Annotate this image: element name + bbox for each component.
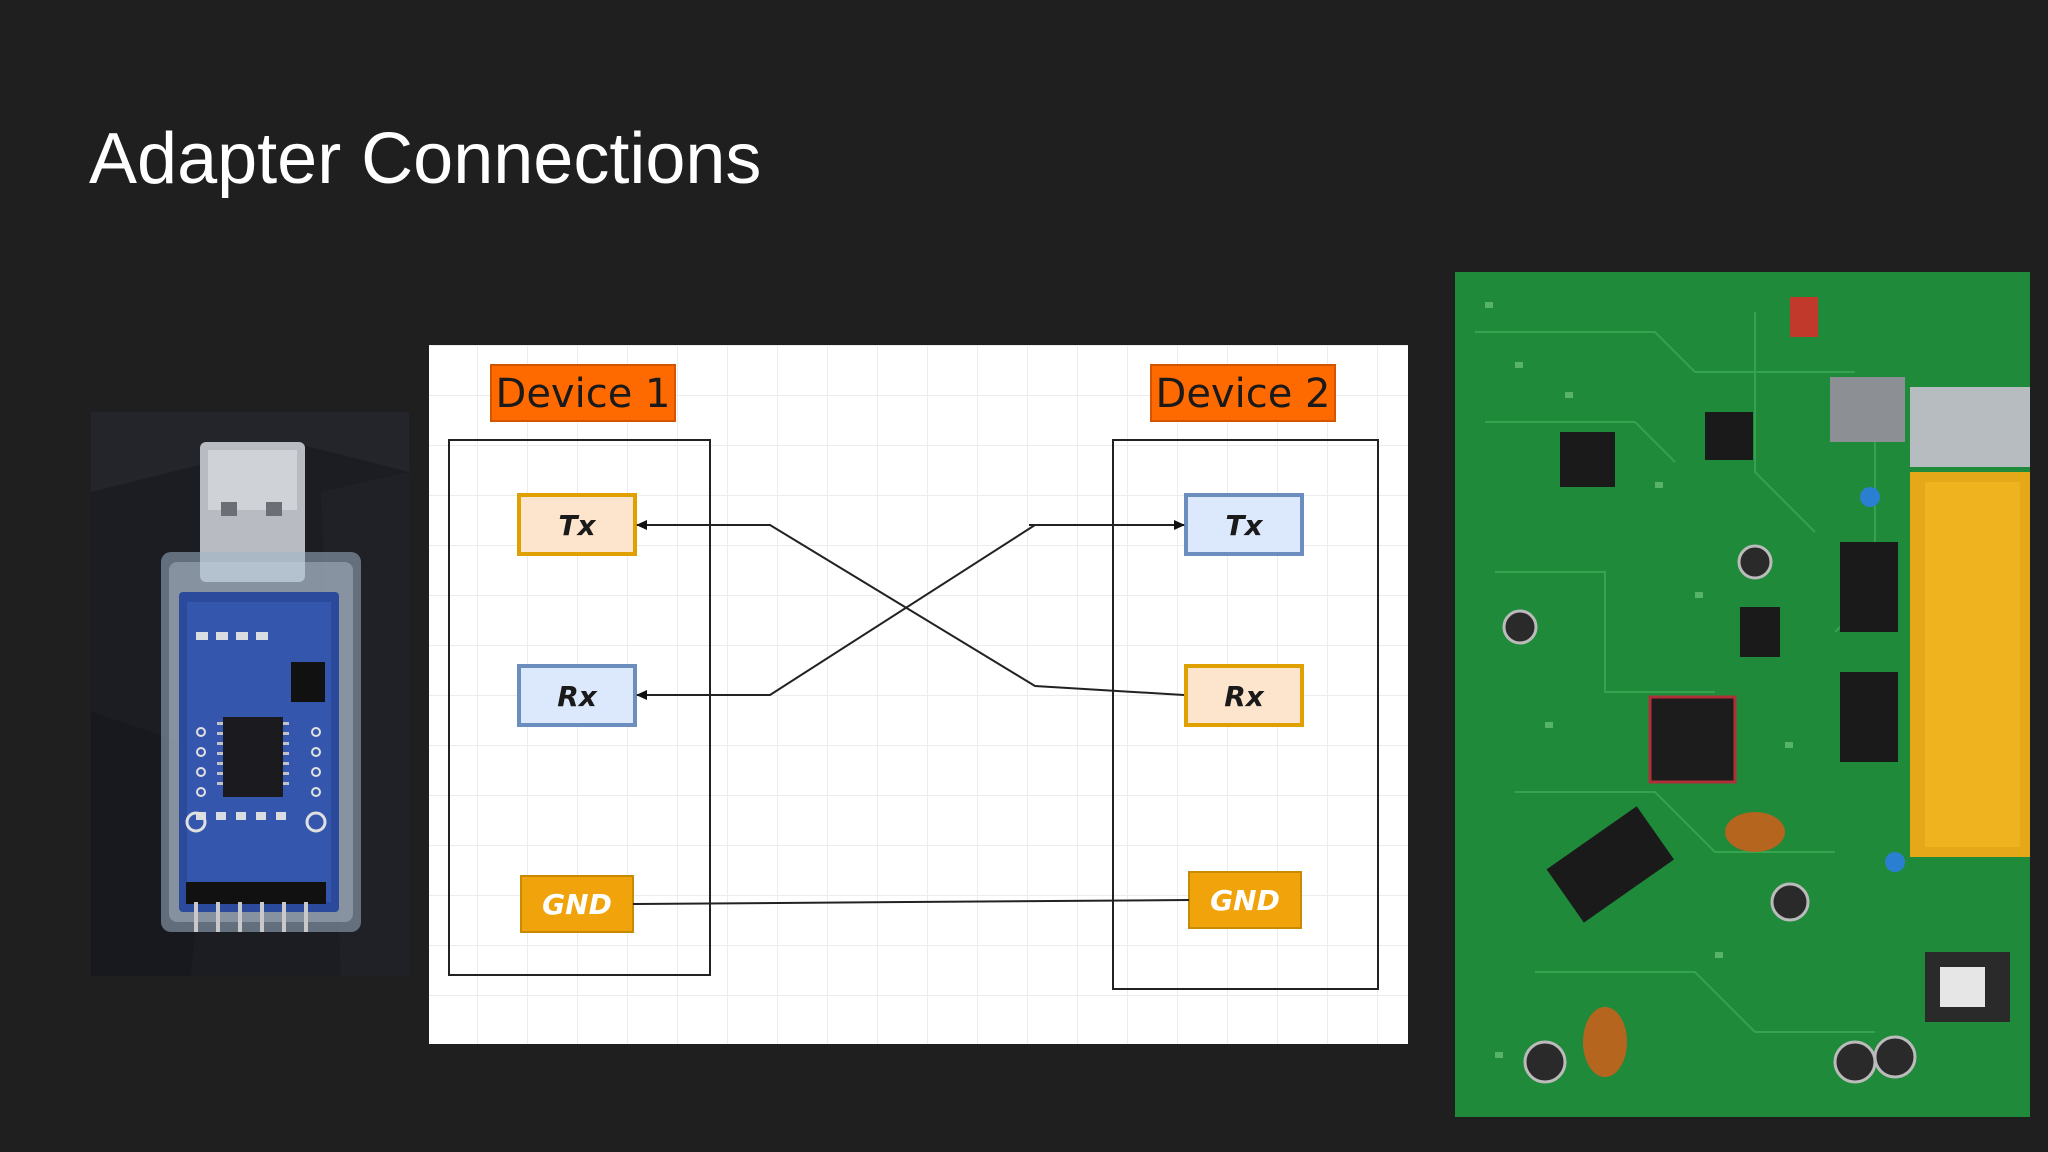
device-1-box xyxy=(448,439,711,976)
device-2-tx-pin xyxy=(1184,493,1304,556)
device-2-gnd-label: GND xyxy=(1210,884,1280,917)
device-2-title: Device 2 xyxy=(1156,371,1331,417)
router-board-photo xyxy=(1455,272,2030,1117)
device-2-title-box xyxy=(1150,364,1336,422)
device-1-title: Device 1 xyxy=(496,371,671,417)
device-1: Device 1 Tx Rx GND xyxy=(448,364,711,976)
connection-d2tx-to-d1rx xyxy=(636,524,1039,700)
device-2-rx-pin xyxy=(1184,664,1304,727)
connection-d2rx-to-d1tx xyxy=(636,520,1185,696)
device-2-rx-label: Rx xyxy=(1224,680,1265,713)
device-2-gnd-pin xyxy=(1188,871,1302,929)
device-1-tx-label: Tx xyxy=(558,509,596,542)
device-1-rx-pin xyxy=(517,664,637,727)
connection-gnd xyxy=(632,899,1190,905)
device-1-title-box xyxy=(490,364,676,422)
device-2: Device 2 Tx Rx GND xyxy=(1112,364,1379,990)
device-1-rx-label: Rx xyxy=(557,680,598,713)
device-1-gnd-label: GND xyxy=(542,888,612,921)
device-1-tx-pin xyxy=(517,493,637,556)
uart-connection-diagram: Device 1 Tx Rx GND Device 2 Tx Rx GND xyxy=(429,345,1408,1044)
device-1-gnd-pin xyxy=(520,875,634,933)
usb-adapter-photo xyxy=(91,412,409,976)
slide-title: Adapter Connections xyxy=(89,119,762,199)
device-2-box xyxy=(1112,439,1379,990)
device-2-tx-label: Tx xyxy=(1225,509,1263,542)
